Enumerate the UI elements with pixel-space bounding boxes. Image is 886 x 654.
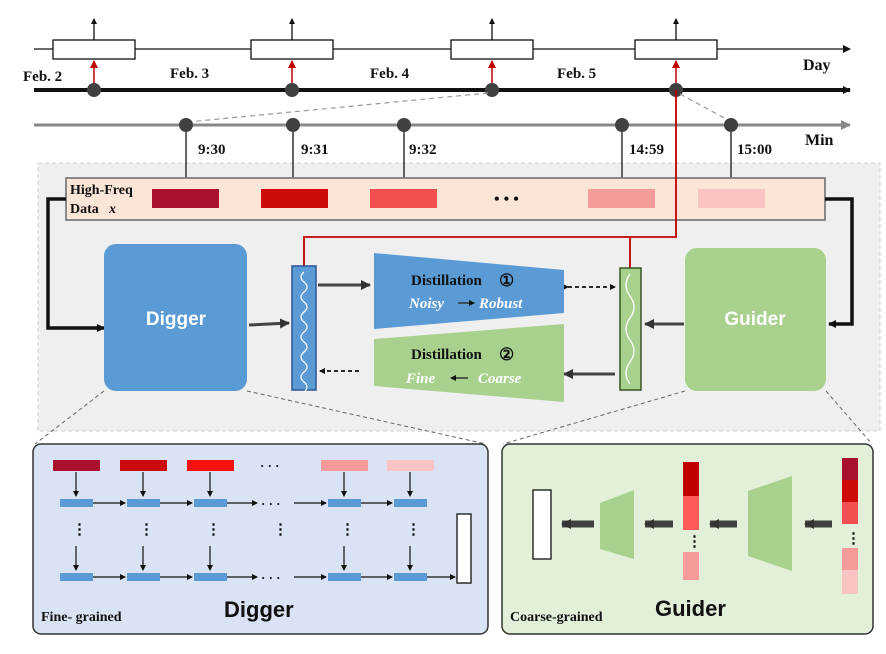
high-freq-var: x <box>108 202 116 217</box>
digger-row-2: · · · <box>60 570 456 585</box>
distillation-2-marker: ② <box>499 345 514 364</box>
distillation-1-from: Noisy <box>408 296 444 312</box>
day-cell-1 <box>52 39 136 60</box>
date-label-4: Feb. 5 <box>557 66 596 82</box>
freq-ellipsis: • • • <box>494 191 519 208</box>
time-label-4: 14:59 <box>629 142 664 158</box>
digger-title: Digger <box>146 309 207 330</box>
time-label-1: 9:30 <box>198 142 226 158</box>
svg-text:⋮: ⋮ <box>206 522 221 538</box>
date-label-2: Feb. 3 <box>170 66 209 82</box>
time-label-3: 9:32 <box>409 142 437 158</box>
digger-top-ellipsis: · · · <box>260 458 280 473</box>
guider-detail-title: Guider <box>655 596 726 621</box>
digger-expand-right <box>246 390 487 445</box>
guider-big-encoder <box>748 476 792 571</box>
time-label-5: 15:00 <box>737 142 772 158</box>
digger-detail-panel: · · · · · · ⋮ ⋮ ⋮ <box>32 443 489 635</box>
freq-bar-2 <box>261 189 328 208</box>
svg-text:⋮: ⋮ <box>139 522 154 538</box>
freq-bar-3 <box>370 189 437 208</box>
band-to-guider-arrow <box>825 197 854 328</box>
min-axis-label: Min <box>805 132 834 149</box>
guider-title: Guider <box>724 309 786 330</box>
day-cell-4 <box>634 39 718 60</box>
svg-text:⋮: ⋮ <box>72 522 87 538</box>
freq-bar-5 <box>698 189 765 208</box>
digger-row2-ellipsis: · · · <box>261 570 281 585</box>
guider-detail-caption: Coarse-grained <box>510 610 603 625</box>
svg-text:⋮: ⋮ <box>273 522 288 538</box>
day-axis-label: Day <box>803 57 831 74</box>
digger-detail-title: Digger <box>224 597 294 622</box>
digger-row-1: · · · <box>60 496 427 511</box>
guider-expand-right <box>825 390 873 445</box>
day-pipeline <box>34 18 851 85</box>
distillation-2-right: Coarse <box>478 371 522 387</box>
digger-block[interactable]: Digger <box>104 244 247 391</box>
svg-text:⋮: ⋮ <box>687 534 702 550</box>
date-label-3: Feb. 4 <box>370 66 410 82</box>
date-label-1: Feb. 2 <box>23 69 62 85</box>
zoom-line-right <box>679 93 729 121</box>
digger-expand-left <box>34 390 105 445</box>
digger-row1-ellipsis: · · · <box>261 496 281 511</box>
minute-axis: Min <box>34 118 851 149</box>
guider-mid-column: ⋮ <box>683 462 702 580</box>
distillation-2-title: Distillation <box>411 347 482 363</box>
guider-small-encoder <box>600 490 634 559</box>
digger-vertical-ellipses: ⋮ ⋮ ⋮ ⋮ ⋮ ⋮ <box>72 522 421 538</box>
band-to-digger-arrow <box>46 197 105 332</box>
high-freq-band: High-Freq Data x • • • <box>65 177 826 221</box>
guider-output-vector <box>532 489 552 560</box>
day-cell-2 <box>250 39 334 60</box>
svg-text:⋮: ⋮ <box>846 531 861 547</box>
freq-bar-4 <box>588 189 655 208</box>
freq-bar-1 <box>152 189 219 208</box>
high-freq-label: High-Freq <box>70 183 133 198</box>
red-route-to-digger-feature <box>303 90 677 266</box>
digger-feature-column <box>291 265 317 393</box>
distillation-2-block: Distillation ② Fine Coarse <box>374 324 564 402</box>
high-freq-data-label: Data <box>70 202 99 217</box>
digger-detail-caption: Fine- grained <box>41 610 122 625</box>
distillation-1-block: Distillation ① Noisy Robust <box>374 253 564 329</box>
distillation-1-title: Distillation <box>411 273 482 289</box>
zoom-line-left <box>187 92 489 123</box>
digger-output-vector <box>456 513 472 584</box>
day-axis: Feb. 2 Feb. 3 Feb. 4 Feb. 5 Day <box>23 57 851 97</box>
time-label-2: 9:31 <box>301 142 329 158</box>
guider-block[interactable]: Guider <box>685 248 826 391</box>
digger-input-arrows <box>73 472 413 497</box>
distillation-1-marker: ① <box>499 271 514 290</box>
guider-input-column: ⋮ <box>842 458 861 594</box>
distillation-1-to: Robust <box>478 296 523 312</box>
digger-mid-arrows <box>73 546 413 571</box>
distillation-arrows <box>248 280 684 379</box>
guider-detail-panel: ⋮ ⋮ Coarse-grained Guider <box>501 443 874 635</box>
guider-feature-column <box>619 267 642 391</box>
svg-text:⋮: ⋮ <box>340 522 355 538</box>
day-cell-3 <box>450 39 534 60</box>
digger-input-bars <box>53 460 434 471</box>
guider-expand-left <box>502 390 686 445</box>
svg-text:⋮: ⋮ <box>406 522 421 538</box>
distillation-2-left: Fine <box>405 371 436 387</box>
